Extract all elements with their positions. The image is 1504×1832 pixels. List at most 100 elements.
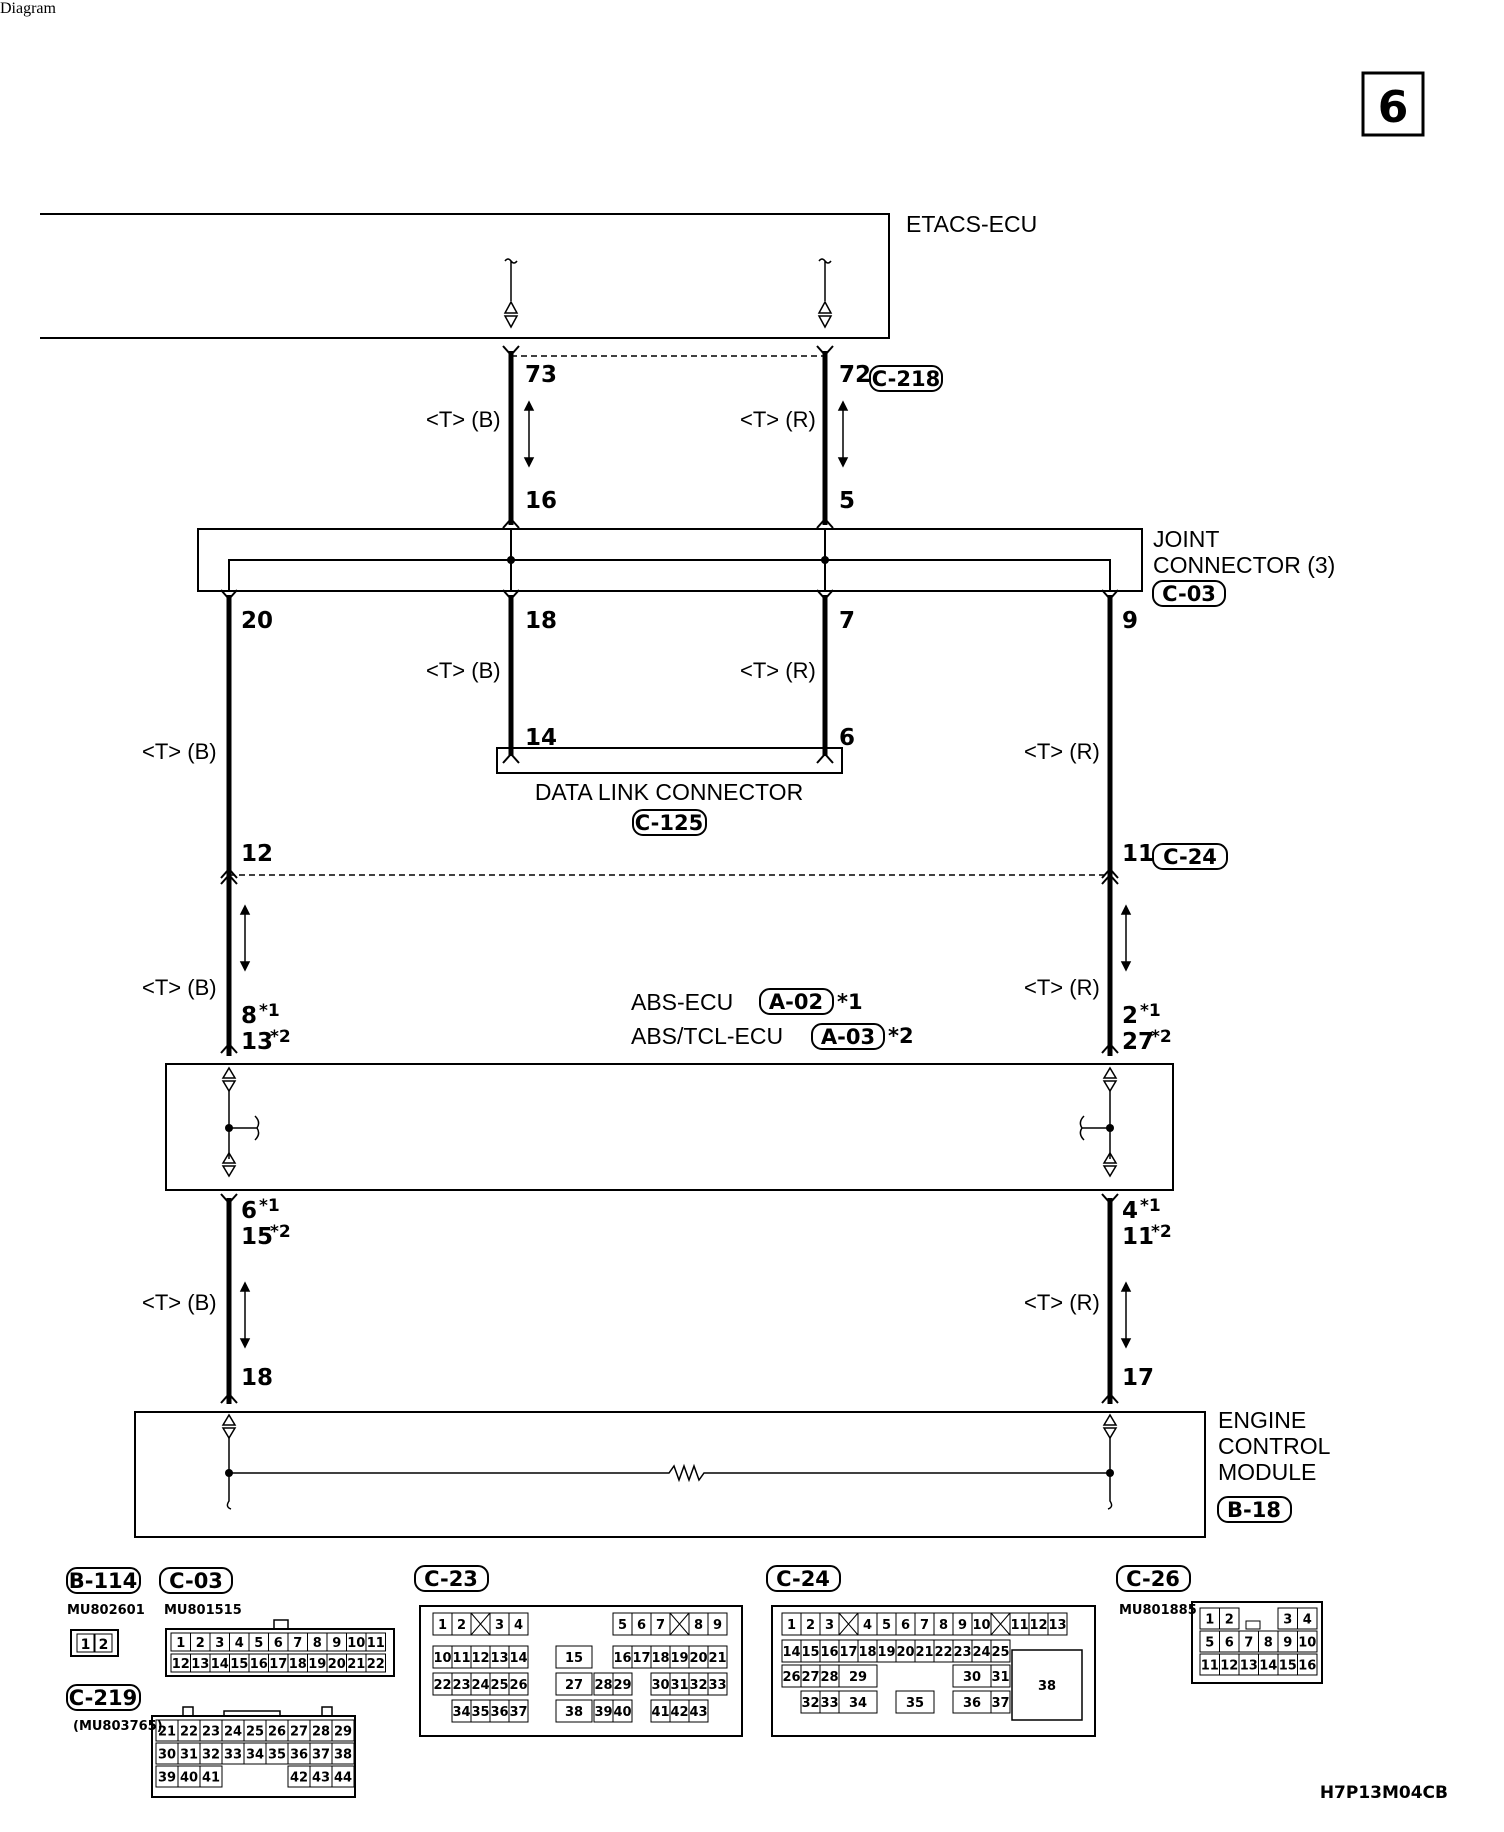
legend-c23-cell — [555, 1699, 593, 1723]
legend-b114-pin-1: 1 — [81, 1637, 91, 1653]
legend-c219-pin: 22 — [180, 1725, 198, 1740]
legend-c24-pin: 16 — [820, 1645, 838, 1660]
legend-c23-pin: 34 — [452, 1705, 470, 1720]
legend-c23-cell — [612, 1672, 633, 1696]
legend-c219-pin: 21 — [158, 1725, 176, 1740]
pin-14: 14 — [525, 725, 557, 751]
abs-pin-6: 6 — [241, 1198, 257, 1224]
abs-pin-11-mark: *2 — [1151, 1222, 1172, 1242]
abs-ecu-tag: A-02 — [769, 990, 823, 1014]
abs-pin-2-mark: *1 — [1140, 1001, 1161, 1021]
wire-color-b-2: <T> (B) — [426, 658, 501, 683]
legend-c26-pin: 12 — [1220, 1659, 1238, 1674]
ecm-splice-left — [225, 1469, 233, 1477]
legend-c23-pin: 12 — [471, 1651, 489, 1666]
legend-c219-pin: 33 — [224, 1748, 242, 1763]
legend-c219-pin: 40 — [180, 1771, 198, 1786]
abs-pin-2: 2 — [1122, 1003, 1138, 1029]
legend-c24-cell — [990, 1639, 1011, 1663]
joint-connector-box — [197, 528, 1143, 592]
legend-c26-pin: 8 — [1264, 1636, 1273, 1651]
wire-color-b-4: <T> (B) — [142, 975, 217, 1000]
legend-c23-pin: 31 — [670, 1678, 688, 1693]
legend-c23-pin: 29 — [613, 1678, 631, 1693]
legend-c03-pin: 7 — [293, 1636, 302, 1651]
legend-c24-pin: 5 — [882, 1618, 891, 1633]
legend-c219-pin: 32 — [202, 1748, 220, 1763]
legend-c26-pin: 13 — [1240, 1659, 1258, 1674]
legend-c23-pin: 27 — [565, 1678, 583, 1693]
joint-splice-r — [821, 556, 829, 564]
legend-c24-pin: 31 — [991, 1670, 1009, 1685]
wiring-diagram-page: 6 ETACS-ECU — [0, 18, 1504, 1832]
legend-c24-pin: 15 — [801, 1645, 819, 1660]
legend-c03-pin: 3 — [215, 1636, 224, 1651]
legend-c03-pin: 8 — [313, 1636, 322, 1651]
legend-c26-cell — [1297, 1630, 1318, 1653]
pin-11: 11 — [1122, 841, 1154, 867]
twist-arrows — [239, 400, 1132, 1349]
legend-c23-cell — [555, 1645, 593, 1669]
legend-c23-cell — [508, 1612, 529, 1636]
legend-c219-pin: 30 — [158, 1748, 176, 1763]
legend-c03-part: MU801515 — [164, 1603, 242, 1618]
legend-c26-tag: C-26 — [1126, 1567, 1180, 1591]
legend-c03-pin: 16 — [250, 1657, 268, 1672]
ecm-label-3: MODULE — [1218, 1459, 1316, 1485]
abs-pin-6-mark: *1 — [259, 1196, 280, 1216]
legend-c24-pin: 37 — [991, 1696, 1009, 1711]
abs-ecu-tag-box — [759, 988, 834, 1015]
legend-c219-cell — [331, 1742, 355, 1765]
pin-73: 73 — [525, 362, 557, 388]
legend-c23-pin: 37 — [509, 1705, 527, 1720]
conn-tag-c218: C-218 — [872, 367, 940, 391]
legend-c24-pin: 19 — [877, 1645, 895, 1660]
legend-c24-pin: 26 — [782, 1670, 800, 1685]
legend-c23-pin: 42 — [670, 1705, 688, 1720]
abs-ecu-label: ABS-ECU — [631, 989, 733, 1015]
pin-6: 6 — [839, 725, 855, 751]
joint-splice-b — [507, 556, 515, 564]
legend-c03-pin: 15 — [230, 1657, 248, 1672]
legend-c03-pin: 10 — [347, 1636, 365, 1651]
legend-c03-pin: 22 — [367, 1657, 385, 1672]
wire-color-r-3: <T> (R) — [1024, 739, 1100, 764]
legend-c24-pin: 22 — [934, 1645, 952, 1660]
legend-c26-pin: 14 — [1259, 1659, 1277, 1674]
legend-c23-pin: 8 — [694, 1618, 703, 1633]
legend-c03-pin: 6 — [274, 1636, 283, 1651]
conn-tag-c218-box — [869, 365, 943, 392]
legend-c26-pin: 16 — [1298, 1659, 1316, 1674]
wires — [226, 351, 1113, 1404]
legend-c24-pin: 27 — [801, 1670, 819, 1685]
legend-c219-pin: 31 — [180, 1748, 198, 1763]
legend-empty-cavity — [669, 1612, 690, 1636]
pin-5: 5 — [839, 488, 855, 514]
legend-c26-cell — [1297, 1607, 1318, 1630]
legend-c03-pin: 18 — [289, 1657, 307, 1672]
legend-c219-pin: 38 — [334, 1748, 352, 1763]
legend-c03-tag-box — [159, 1567, 233, 1594]
ecm-label-2: CONTROL — [1218, 1433, 1331, 1459]
legend-c24-pin: 18 — [858, 1645, 876, 1660]
pin-20: 20 — [241, 608, 273, 634]
legend-c23-pin: 6 — [637, 1618, 646, 1633]
legend-c23-pin: 16 — [613, 1651, 631, 1666]
abs-pin-15-mark: *2 — [270, 1222, 291, 1242]
legend-c23-body — [419, 1605, 743, 1737]
wiring-diagram: 6 ETACS-ECU — [40, 71, 1448, 1803]
legend-c23-pin: 35 — [471, 1705, 489, 1720]
legend-c23-pin: 2 — [457, 1618, 466, 1633]
data-link-connector-label: DATA LINK CONNECTOR — [535, 779, 803, 805]
legend-c219-pin: 42 — [290, 1771, 308, 1786]
legend-c219-pin: 25 — [246, 1725, 264, 1740]
legend-c23-pin: 25 — [490, 1678, 508, 1693]
legend-c24-pin: 35 — [906, 1696, 924, 1711]
ecm-pin-17: 17 — [1122, 1365, 1154, 1391]
legend-c24-cell — [990, 1690, 1011, 1714]
pin-12: 12 — [241, 841, 273, 867]
